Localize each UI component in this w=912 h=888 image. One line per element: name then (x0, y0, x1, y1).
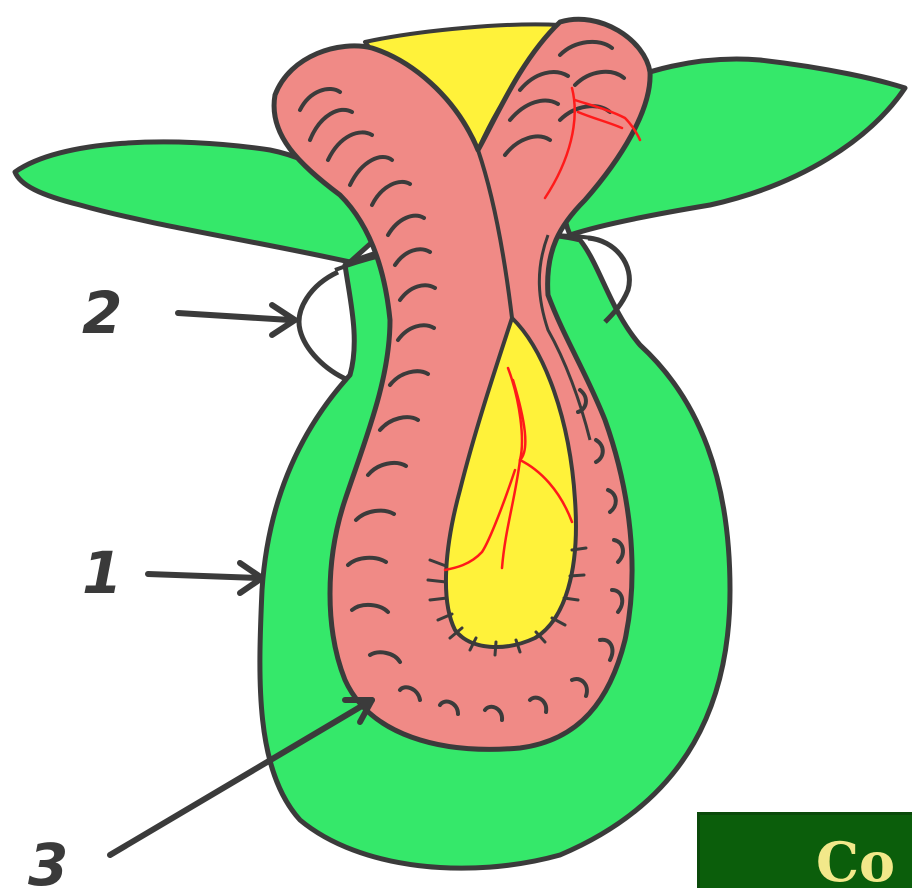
label-2: 2 (82, 279, 122, 347)
corner-badge[interactable]: Co (697, 812, 912, 888)
corner-badge-label: Co (816, 835, 895, 888)
arrow-to-label-2 (178, 313, 290, 320)
label-3: 3 (28, 831, 68, 888)
left-loop-structure (299, 272, 348, 380)
label-1: 1 (82, 539, 122, 607)
arrow-to-label-1 (148, 574, 258, 578)
